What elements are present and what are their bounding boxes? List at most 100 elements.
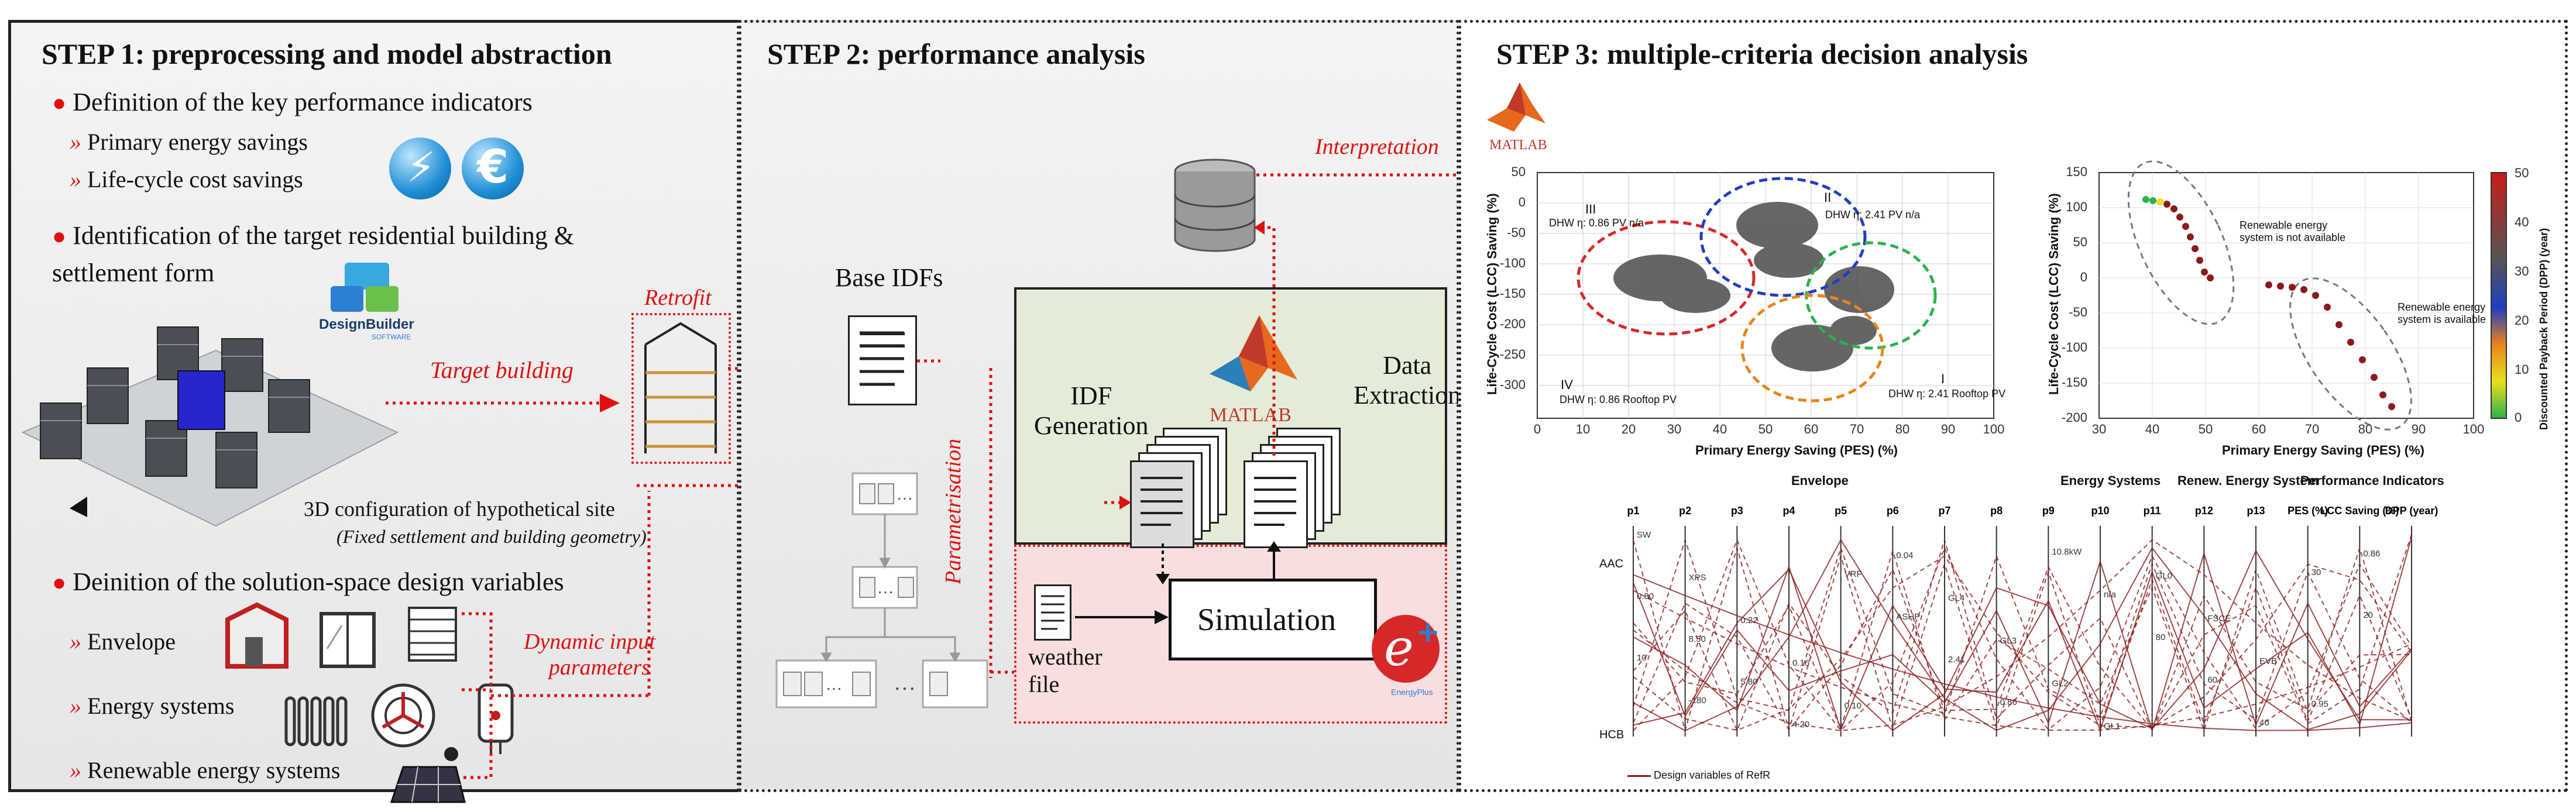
kpi-item-label: Primary energy savings — [87, 129, 308, 155]
data-extraction-label: Data Extraction — [1354, 350, 1461, 410]
svg-text:-50: -50 — [1507, 225, 1526, 240]
site-caption-line1: 3D configuration of hypothetical site — [304, 497, 615, 521]
simulation-label: Simulation — [1197, 602, 1337, 637]
group-energy-systems: Energy Systems — [2060, 473, 2161, 488]
design-line — [1633, 538, 2412, 732]
euro-icon: € — [462, 137, 524, 199]
parallel-tick-label: 30 — [2311, 567, 2321, 577]
svg-text:e: e — [1384, 619, 1414, 677]
bullet-icon: ● — [52, 90, 67, 116]
dynamic-input-line1: Dynamic input — [524, 629, 655, 654]
parallel-axis-label: p7 — [1938, 505, 1950, 517]
designbuilder-sub: SOFTWARE — [372, 333, 411, 341]
matlab-small-label: MATLAB — [1489, 137, 1547, 153]
parallel-axis-label: PES (%) — [2288, 505, 2328, 517]
step3-panel: STEP 3: multiple-criteria decision analy… — [1458, 20, 2568, 792]
design-var-label: Envelope — [87, 628, 176, 655]
design-line — [1633, 534, 2412, 731]
simulation-arrows — [1156, 541, 1281, 584]
base-idfs-label: Base IDFs — [835, 263, 943, 292]
design-line — [1633, 549, 2412, 731]
svg-text:-100: -100 — [2062, 340, 2087, 355]
parallel-legend: Design variables of RefR — [1627, 769, 1770, 782]
svg-text:-300: -300 — [1500, 377, 1526, 392]
cluster-note-iii: DHW η: 0.86 PV n/a — [1549, 217, 1644, 229]
svg-text:10: 10 — [2515, 362, 2529, 377]
design-vars-heading: ● Deinition of the solution-space design… — [52, 567, 564, 597]
parallel-tick-label: GL0 — [2156, 571, 2172, 581]
dpp-ylabel: Life-Cycle Cost (LCC) Saving (%) — [2046, 193, 2061, 395]
design-line — [1633, 555, 2412, 731]
parallel-axis-label: p11 — [2144, 505, 2161, 517]
parallel-axis-label: DPP (year) — [2385, 505, 2438, 517]
parallel-axis-label: p4 — [1782, 505, 1795, 517]
param-to-idf-arrow — [1104, 496, 1131, 510]
design-line — [1633, 538, 2412, 732]
dynamic-input-label: Dynamic input parameters — [524, 629, 655, 680]
svg-text:100: 100 — [2066, 199, 2087, 214]
svg-text:30: 30 — [1667, 422, 1681, 436]
note-no-renewable: Renewable energy system is not available — [2240, 219, 2346, 243]
site-3d-illustration — [21, 326, 399, 527]
fan-icon — [371, 683, 435, 748]
matlab-label: MATLAB — [1210, 404, 1292, 426]
chevron-icon: » — [70, 628, 81, 655]
parallel-axis-label: p13 — [2247, 505, 2265, 517]
parallel-axis-label: p1 — [1627, 505, 1639, 517]
parallel-axis-label: p9 — [2042, 505, 2055, 517]
parallel-tick-label: 10 — [1637, 653, 1647, 663]
design-var-renewable: » Renewable energy systems — [70, 756, 340, 784]
svg-text:70: 70 — [2305, 422, 2319, 436]
svg-text:60: 60 — [1804, 422, 1818, 436]
cluster-note-i: DHW η: 2.41 Rooftop PV — [1888, 388, 2006, 400]
svg-text:…: … — [894, 670, 916, 695]
parallel-axis-label: p6 — [1887, 505, 1899, 517]
site-caption-line2: (Fixed settlement and building geometry) — [336, 526, 647, 547]
designbuilder-logo: DesignBuilder SOFTWARE — [319, 263, 418, 345]
svg-text:30: 30 — [2515, 264, 2529, 278]
svg-text:100: 100 — [1983, 422, 2005, 436]
idf-stack-lines — [1141, 477, 1183, 526]
svg-text:-200: -200 — [1500, 316, 1526, 331]
parametrisation-line — [989, 368, 992, 678]
svg-text:50: 50 — [1758, 422, 1773, 436]
cluster-label-iii: III — [1585, 202, 1596, 216]
svg-text:50: 50 — [2199, 422, 2213, 436]
svg-text:40: 40 — [2515, 215, 2529, 229]
step1-panel: STEP 1: preprocessing and model abstract… — [8, 20, 740, 803]
base-idf-lines — [860, 331, 904, 386]
target-building-arrow — [386, 394, 620, 412]
idf-generation-line2: Generation — [1034, 411, 1149, 440]
generation-extraction-panel — [1014, 287, 1447, 545]
svg-text:0: 0 — [1519, 195, 1526, 209]
parallel-tick-label: 40 — [2259, 718, 2269, 728]
svg-text:90: 90 — [1941, 422, 1955, 436]
group-renewable: Renew. Energy System — [2177, 473, 2319, 488]
parallel-axis-label: p2 — [1679, 505, 1691, 517]
retrofit-label: Retrofit — [644, 285, 712, 310]
retrofit-box — [631, 313, 731, 464]
parallel-tick-label: 10.8kW — [2052, 547, 2082, 557]
energyplus-logo-icon: e + — [1372, 615, 1440, 683]
design-line — [1633, 590, 2412, 731]
svg-text:80: 80 — [2358, 422, 2372, 436]
water-heater-icon — [478, 683, 514, 754]
step1-title: STEP 1: preprocessing and model abstract… — [42, 37, 612, 70]
svg-text:150: 150 — [2066, 164, 2087, 179]
design-vars-heading-text: Deinition of the solution-space design v… — [73, 567, 564, 596]
radiator-icon — [284, 696, 348, 746]
wall-section-icon — [225, 602, 288, 669]
interpretation-label: Interpretation — [1315, 135, 1439, 159]
svg-text:…: … — [897, 486, 913, 504]
database-icon — [1174, 159, 1256, 252]
note-renewable: Renewable energy system is available — [2398, 301, 2486, 325]
svg-text:+: + — [1416, 615, 1440, 649]
window-icon — [320, 612, 376, 668]
svg-text:40: 40 — [2145, 422, 2159, 436]
cluster-note-ii: DHW η: 2.41 PV n/a — [1825, 209, 1921, 221]
parallel-axis-label: p8 — [1990, 505, 2003, 517]
